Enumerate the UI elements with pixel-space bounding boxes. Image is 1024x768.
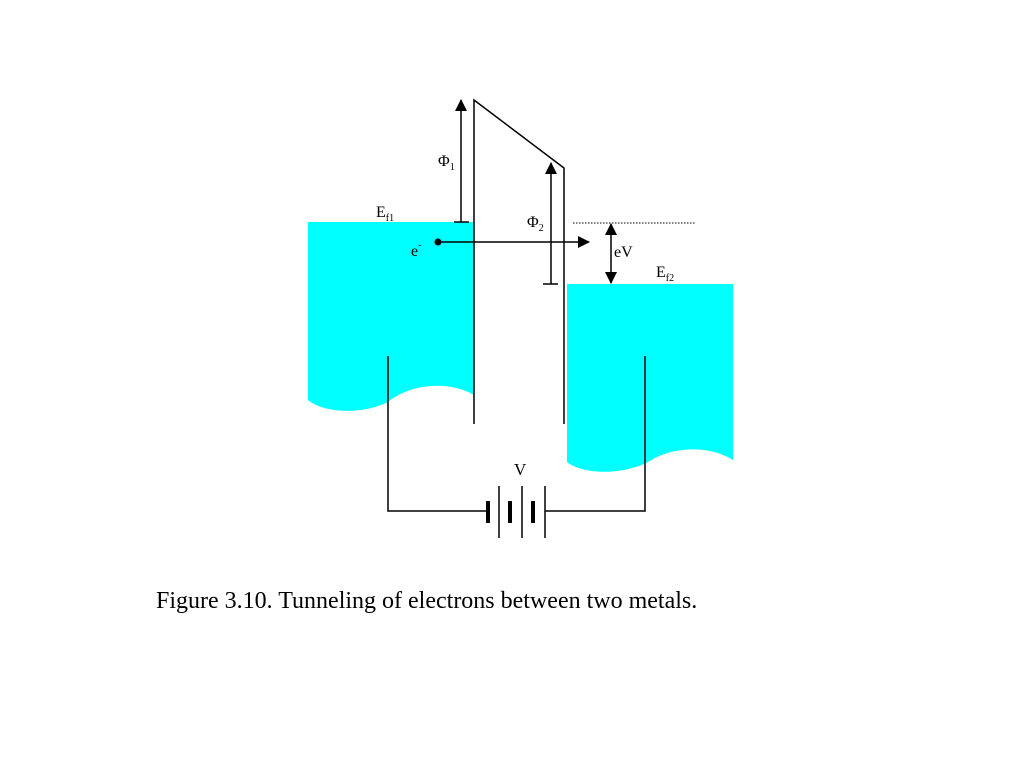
phi2-arrow — [543, 162, 558, 285]
metal-1-region — [308, 222, 474, 411]
phi1-label: Φ1 — [438, 153, 455, 173]
circuit-wire-right — [545, 356, 646, 512]
ev-label: eV — [614, 244, 633, 261]
phi1-arrow — [454, 99, 469, 223]
battery-icon — [486, 486, 546, 538]
electron-label: e- — [411, 240, 421, 260]
figure-caption: Figure 3.10. Tunneling of electrons betw… — [156, 588, 698, 614]
ef1-label: Ef1 — [376, 204, 394, 224]
phi2-label: Φ2 — [527, 214, 544, 234]
metal-2-region — [567, 284, 733, 472]
circuit-wire-left — [387, 356, 488, 512]
voltage-label: V — [514, 460, 527, 479]
tunnel-barrier — [473, 98, 565, 424]
ef2-label: Ef2 — [656, 264, 674, 284]
